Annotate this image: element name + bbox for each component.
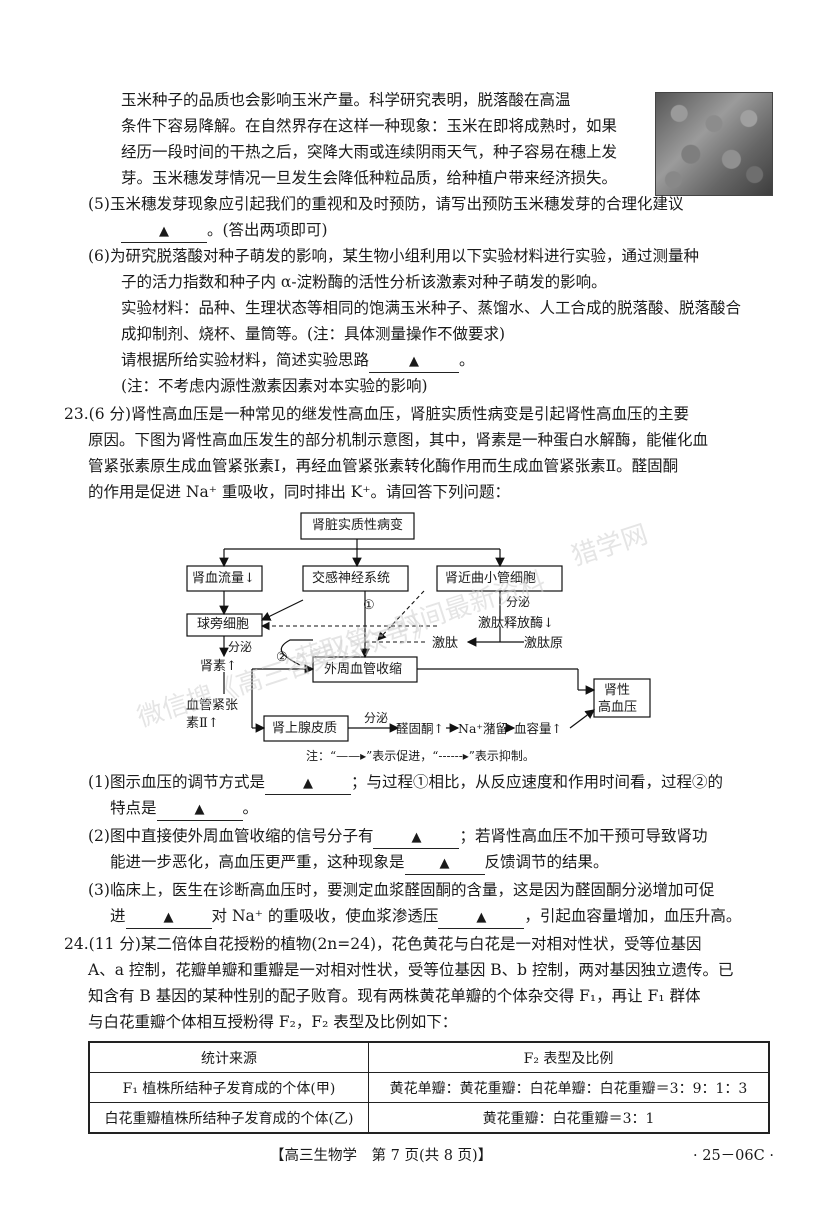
q23-line-4: 的作用是促进 Na⁺ 重吸收，同时排出 K⁺。请回答下列问题： xyxy=(88,483,511,501)
table-cell: 白花重瓣植株所结种子发育成的个体(乙) xyxy=(88,1102,369,1134)
table-header-row: 统计来源 F₂ 表型及比例 xyxy=(88,1041,770,1073)
label-angio-a: 血管紧张 xyxy=(186,698,239,713)
label-renin: 肾素↑ xyxy=(200,659,237,674)
label-juxta: 球旁细胞 xyxy=(197,617,250,632)
intro-line-4: 芽。玉米穗发芽情况一旦发生会降低种粒品质，给种植户带来经济损失。 xyxy=(121,169,618,187)
q24-line-3: 知含有 B 基因的某种性别的配子败育。现有两株黄花单瓣的个体杂交得 F₁，再让 … xyxy=(88,987,701,1005)
q24-line-2: A、a 控制，花瓣单瓣和重瓣是一对相对性状，受等位基因 B、b 控制，两对基因独… xyxy=(88,961,734,979)
label-aldosterone: 醛固酮↑ xyxy=(396,721,444,736)
q23-line-2: 原因。下图为肾性高血压发生的部分机制示意图，其中，肾素是一种蛋白水解酶，能催化血 xyxy=(88,431,709,449)
table-header-cell: 统计来源 xyxy=(88,1041,369,1073)
table-header-cell: F₂ 表型及比例 xyxy=(368,1041,770,1073)
table-cell: 黄花重瓣：白花重瓣＝3：1 xyxy=(368,1102,770,1134)
diagram-legend-note: 注：“——▸”表示促进，“------▸”表示抑制。 xyxy=(306,749,535,763)
page-code: · 25－06C · xyxy=(693,1148,774,1164)
q6-line-1: (6)为研究脱落酸对种子萌发的影响，某生物小组利用以下实验材料进行实验，通过测量… xyxy=(88,247,699,265)
intro-line-3: 经历一段时间的干热之后，突降大雨或连续阴雨天气，种子容易在穗上发 xyxy=(121,143,618,161)
q23-sub1-line-1: (1)图示血压的调节方式是▲；与过程①相比，从反应速度和作用时间看，过程②的 xyxy=(88,772,723,795)
label-secrete-1: 分泌 xyxy=(506,595,531,609)
table-row: 白花重瓣植株所结种子发育成的个体(乙) 黄花重瓣：白花重瓣＝3：1 xyxy=(88,1102,770,1134)
label-blood-volume: 血容量↑ xyxy=(514,721,562,736)
answer-blank[interactable]: ▲ xyxy=(156,798,243,821)
label-circle-1: ① xyxy=(363,598,375,613)
table-row: F₁ 植株所结种子发育成的个体(甲) 黄花单瓣：黄花重瓣：白花单瓣：白花重瓣＝3… xyxy=(88,1072,770,1103)
q6-line-2: 子的活力指数和种子内 α-淀粉酶的活性分析该激素对种子萌发的影响。 xyxy=(121,273,607,291)
answer-blank[interactable]: ▲ xyxy=(438,906,525,929)
q6-line-3: 实验材料：品种、生理状态等相同的饱满玉米种子、蒸馏水、人工合成的脱落酸、脱落酸合 xyxy=(121,299,742,317)
label-tubule: 肾近曲小管细胞 xyxy=(445,571,537,586)
intro-line-2: 条件下容易降解。在自然界存在这样一种现象：玉米在即将成熟时，如果 xyxy=(121,117,618,135)
q5-line-2: ▲。(答出两项即可) xyxy=(121,220,328,243)
table-cell: 黄花单瓣：黄花重瓣：白花单瓣：白花重瓣＝3：9：1：3 xyxy=(368,1072,770,1103)
q5-line-1: (5)玉米穗发芽现象应引起我们的重视和及时预防，请写出预防玉米穗发芽的合理化建议 xyxy=(88,195,684,213)
label-angio-b: 素Ⅱ↑ xyxy=(186,716,219,731)
box-hypertension xyxy=(593,678,651,718)
q6-note: (注：不考虑内源性激素因素对本实验的影响) xyxy=(121,377,428,395)
q24-line-4: 与白花重瓣个体相互授粉得 F₂，F₂ 表型及比例如下： xyxy=(88,1013,458,1031)
answer-blank[interactable]: ▲ xyxy=(125,906,212,929)
label-renal-flow: 肾血流量↓ xyxy=(192,571,255,586)
answer-blank[interactable]: ▲ xyxy=(121,220,207,243)
label-adrenal: 肾上腺皮质 xyxy=(272,721,338,736)
label-secrete-3: 分泌 xyxy=(364,711,389,725)
answer-blank[interactable]: ▲ xyxy=(404,852,485,875)
q6-line-5: 请根据所给实验材料，简述实验思路▲。 xyxy=(121,350,475,373)
label-hyper-a: 肾性 xyxy=(604,683,631,698)
label-circle-2: ② xyxy=(276,650,288,665)
label-renal-lesion: 肾脏实质性病变 xyxy=(312,518,404,533)
table-cell: F₁ 植株所结种子发育成的个体(甲) xyxy=(88,1072,369,1103)
label-secrete-2: 分泌 xyxy=(228,640,253,654)
answer-blank[interactable]: ▲ xyxy=(264,772,351,795)
q23-line-1: 23.(6 分)肾性高血压是一种常见的继发性高血压，肾脏实质性病变是引起肾性高血… xyxy=(64,405,690,423)
f2-phenotype-table: 统计来源 F₂ 表型及比例 F₁ 植株所结种子发育成的个体(甲) 黄花单瓣：黄花… xyxy=(88,1041,770,1134)
label-kininogen: 激肽原 xyxy=(524,636,564,651)
page-footer: 【高三生物学 第 7 页(共 8 页)】 xyxy=(270,1148,493,1164)
q23-line-3: 管紧张素原生成血管紧张素Ⅰ，再经血管紧张素转化酶作用而生成血管紧张素Ⅱ。醛固酮 xyxy=(88,457,679,475)
label-kinin-enzyme: 激肽释放酶↓ xyxy=(478,616,554,631)
q23-sub3-line-2: 进▲对 Na⁺ 的重吸收，使血浆渗透压▲，引起血容量增加，血压升高。 xyxy=(110,906,741,929)
q24-line-1: 24.(11 分)某二倍体自花授粉的植物(2n=24)，花色黄花与白花是一对相对… xyxy=(64,935,702,953)
q23-sub1-line-2: 特点是▲。 xyxy=(110,798,258,821)
label-hyper-b: 高血压 xyxy=(598,700,638,715)
intro-line-1: 玉米种子的品质也会影响玉米产量。科学研究表明，脱落酸在高温 xyxy=(121,91,571,109)
label-sympathetic: 交感神经系统 xyxy=(312,571,391,586)
label-na-retention: Na⁺潴留 xyxy=(458,721,508,736)
corn-ear-photo xyxy=(655,92,773,196)
answer-blank[interactable]: ▲ xyxy=(373,826,460,849)
q23-sub3-line-1: (3)临床上，医生在诊断高血压时，要测定血浆醛固酮的含量，这是因为醛固酮分泌增加… xyxy=(88,881,715,899)
label-vasoconstriction: 外周血管收缩 xyxy=(324,662,403,677)
q6-line-4: 成抑制剂、烧杯、量筒等。(注：具体测量操作不做要求) xyxy=(121,325,506,343)
label-kinin: 激肽 xyxy=(432,636,459,651)
answer-blank[interactable]: ▲ xyxy=(369,350,460,373)
q23-sub2-line-1: (2)图中直接使外周血管收缩的信号分子有▲；若肾性高血压不加干预可导致肾功 xyxy=(88,826,707,849)
q23-sub2-line-2: 能进一步恶化，高血压更严重，这种现象是▲反馈调节的结果。 xyxy=(110,852,609,875)
